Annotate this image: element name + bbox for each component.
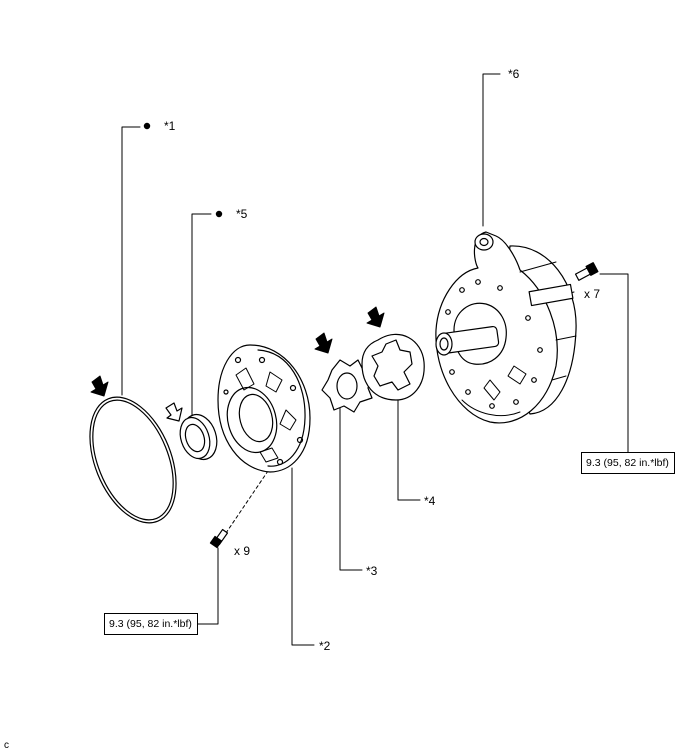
oil-seal — [179, 413, 218, 461]
bolt-rear-quantity: x 7 — [584, 287, 601, 301]
torque-spec-left: 9.3 (95, 82 in.*lbf) — [104, 613, 198, 635]
arrow-drive-gear-icon — [366, 306, 385, 328]
leader-lines — [121, 73, 629, 646]
leader-4 — [397, 393, 421, 501]
leader-2 — [291, 467, 315, 646]
leader-6 — [482, 73, 501, 227]
callout-3: *3 — [366, 564, 378, 578]
apply-arrow-icons — [90, 306, 385, 397]
leader-dot-5 — [215, 210, 223, 218]
bolt-front-quantity: x 9 — [234, 544, 251, 558]
torque-spec-right: 9.3 (95, 82 in.*lbf) — [581, 452, 675, 474]
callout-6: *6 — [508, 67, 520, 81]
callout-5: *5 — [236, 207, 248, 221]
arrow-oil-seal-icon — [165, 402, 183, 422]
bolt-axis-dashed — [225, 467, 271, 534]
leader-3 — [339, 407, 363, 571]
callout-1: *1 — [164, 119, 176, 133]
arrow-driven-gear-icon — [314, 332, 333, 354]
drive-gear — [361, 333, 425, 401]
leader-bolt-left — [196, 547, 219, 625]
arrow-o-ring-icon — [90, 375, 109, 397]
bolt-front-icon — [209, 528, 229, 549]
callout-2: *2 — [319, 639, 331, 653]
pump-housing — [435, 231, 577, 424]
front-pump-body — [217, 344, 311, 473]
corner-mark: c — [4, 740, 9, 751]
leader-dot-1 — [143, 122, 151, 130]
o-ring — [89, 396, 177, 524]
leader-bolt-right — [599, 273, 629, 453]
leader-5 — [191, 213, 212, 418]
bolt-rear-icon — [574, 262, 599, 281]
leader-1 — [121, 126, 141, 396]
driven-gear — [321, 359, 373, 413]
callout-4: *4 — [424, 494, 436, 508]
